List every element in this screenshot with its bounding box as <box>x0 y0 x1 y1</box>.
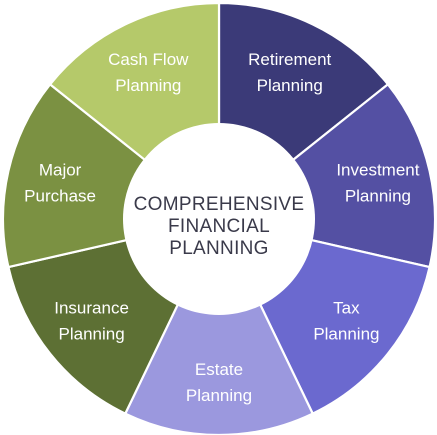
segment-label-line: Planning <box>345 187 411 206</box>
center-title-line: COMPREHENSIVE <box>134 194 305 215</box>
segment-label-line: Estate <box>195 360 243 379</box>
center-title-line: PLANNING <box>169 238 269 259</box>
segment-label-line: Planning <box>186 386 252 405</box>
segment-label-line: Planning <box>59 325 125 344</box>
segment-label-line: Major <box>39 161 82 180</box>
segment-label-line: Cash Flow <box>108 50 189 69</box>
segment-label-line: Planning <box>257 76 323 95</box>
segment-label-line: Tax <box>333 299 360 318</box>
center-title-line: FINANCIAL <box>168 216 270 237</box>
segment-label-line: Purchase <box>24 187 96 206</box>
segment-label-line: Planning <box>313 325 379 344</box>
segment-label-line: Retirement <box>248 50 331 69</box>
segment-label-line: Investment <box>336 161 419 180</box>
segment-estate <box>124 217 314 435</box>
center-title: COMPREHENSIVE FINANCIAL PLANNING <box>134 194 305 259</box>
segment-label-line: Insurance <box>54 299 129 318</box>
segment-label-line: Planning <box>115 76 181 95</box>
center-circle <box>123 123 315 315</box>
